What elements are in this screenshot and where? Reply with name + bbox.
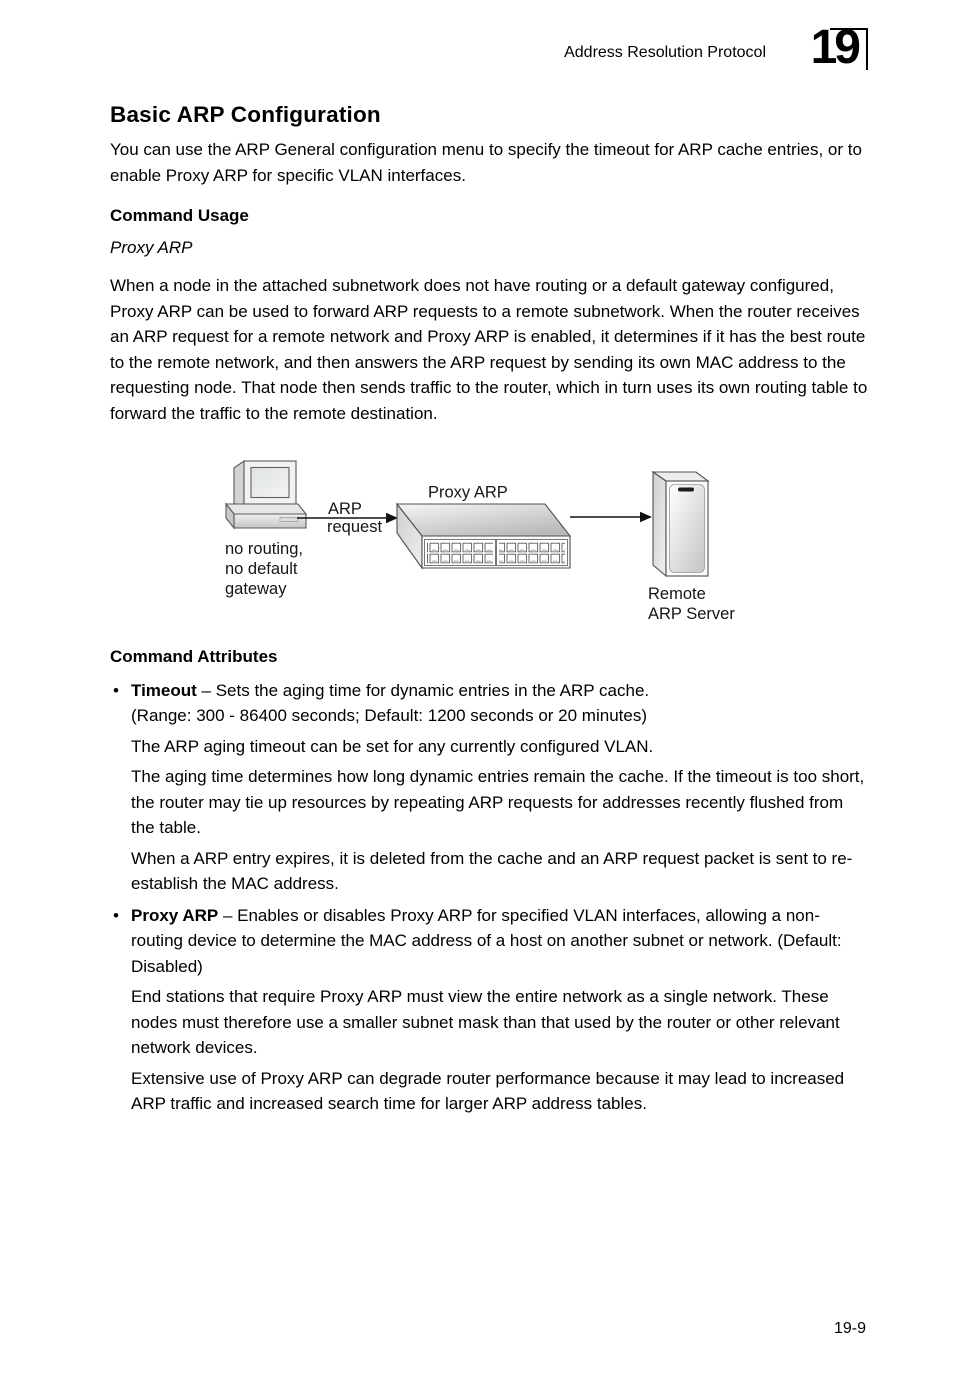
command-usage-topic: Proxy ARP	[110, 237, 193, 257]
intro-paragraph: You can use the ARP General configuratio…	[110, 140, 862, 185]
proxy-arp-paragraph-1: End stations that require Proxy ARP must…	[131, 987, 840, 1057]
running-header-title: Address Resolution Protocol	[564, 44, 766, 61]
page-body: Basic ARP Configuration You can use the …	[110, 0, 868, 1123]
workstation-label-line3: gateway	[225, 580, 287, 598]
page-number: 19-9	[833, 1320, 866, 1337]
bullet-icon: •	[113, 680, 119, 700]
server-label-line1: Remote	[648, 585, 706, 603]
timeout-term: Timeout	[131, 680, 197, 700]
command-usage-body: When a node in the attached subnetwork d…	[110, 276, 868, 423]
list-item-proxy-arp: • Proxy ARP – Enables or disables Proxy …	[110, 903, 868, 1117]
command-usage-heading: Command Usage	[110, 206, 249, 225]
switch-label: Proxy ARP	[428, 484, 508, 502]
server-icon	[651, 470, 710, 578]
chapter-number: 19	[810, 21, 861, 74]
proxy-arp-diagram: Proxy ARP ARP request no routing, no def…	[110, 454, 868, 626]
arp-request-label-line1: ARP	[328, 500, 362, 518]
workstation-label-line2: no default	[225, 560, 298, 578]
arp-request-label-line2: request	[327, 518, 382, 536]
timeout-paragraph-1: The ARP aging timeout can be set for any…	[131, 736, 654, 756]
proxy-arp-paragraph-2: Extensive use of Proxy ARP can degrade r…	[131, 1068, 845, 1114]
switch-icon	[395, 502, 572, 570]
timeout-paragraph-2: The aging time determines how long dynam…	[131, 767, 865, 837]
timeout-definition: – Sets the aging time for dynamic entrie…	[196, 680, 650, 700]
page-footer: 19-9	[0, 1320, 866, 1338]
page-title: Basic ARP Configuration	[110, 102, 381, 127]
diagram-canvas: Proxy ARP ARP request no routing, no def…	[224, 459, 735, 623]
timeout-paragraph-3: When a ARP entry expires, it is deleted …	[131, 848, 853, 894]
proxy-arp-term: Proxy ARP	[131, 905, 219, 925]
chapter-number-badge: 19	[786, 21, 868, 74]
bullet-icon: •	[113, 905, 119, 925]
workstation-icon	[224, 459, 308, 530]
list-item-timeout: • Timeout – Sets the aging time for dyna…	[110, 678, 868, 897]
switch-to-server-arrow	[570, 511, 652, 523]
command-attributes-heading: Command Attributes	[110, 647, 278, 666]
timeout-range-note: (Range: 300 - 86400 seconds; Default: 12…	[131, 706, 647, 725]
proxy-arp-definition: – Enables or disables Proxy ARP for spec…	[131, 905, 842, 976]
chapter-corner-rule	[830, 28, 868, 70]
workstation-label-line1: no routing,	[225, 540, 303, 558]
timeout-lead: Timeout – Sets the aging time for dynami…	[131, 678, 868, 729]
proxy-arp-lead: Proxy ARP – Enables or disables Proxy AR…	[131, 903, 868, 980]
server-label-line2: ARP Server	[648, 605, 735, 623]
arp-request-arrow	[297, 512, 398, 524]
